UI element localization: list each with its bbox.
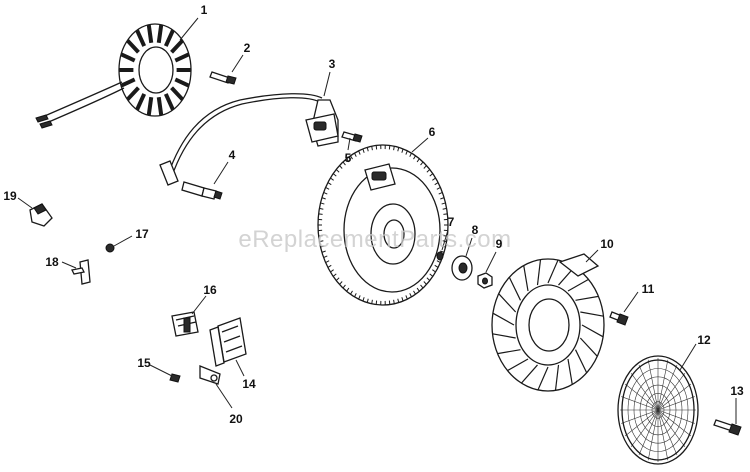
- part-clip: [29, 203, 53, 227]
- watermark-text: eReplacementParts.com: [238, 226, 512, 253]
- part-washer: [451, 255, 473, 281]
- callout-14: 14: [242, 377, 256, 391]
- part-screw-5: [341, 131, 363, 143]
- part-stator: [35, 23, 192, 129]
- callout-8: 8: [471, 223, 479, 237]
- leader-lines: [17, 17, 737, 424]
- part-regulator: [209, 317, 247, 367]
- part-small-nut: [105, 243, 115, 253]
- part-ignition-module: [159, 93, 339, 186]
- callout-18: 18: [45, 255, 59, 269]
- callout-9: 9: [495, 237, 503, 251]
- callout-6: 6: [428, 125, 436, 139]
- part-connector: [171, 311, 199, 337]
- callout-16: 16: [203, 283, 217, 297]
- part-fan: [491, 253, 605, 392]
- callout-13: 13: [730, 384, 744, 398]
- callout-17: 17: [135, 227, 149, 241]
- part-screw-15: [169, 373, 181, 383]
- part-bracket-18: [71, 259, 91, 285]
- callout-7: 7: [447, 215, 455, 229]
- callout-10: 10: [600, 237, 614, 251]
- part-screw-13: [713, 419, 742, 436]
- part-nut: [477, 272, 493, 289]
- callout-19: 19: [3, 189, 17, 203]
- callout-3: 3: [328, 57, 336, 71]
- callout-5: 5: [344, 151, 352, 165]
- part-key: [436, 251, 444, 261]
- part-screw-2: [209, 71, 237, 85]
- callout-2: 2: [243, 41, 251, 55]
- part-screw-11: [609, 311, 629, 326]
- part-flywheel: [317, 144, 449, 306]
- callout-15: 15: [137, 356, 151, 370]
- callout-12: 12: [697, 333, 711, 347]
- callout-20: 20: [229, 412, 243, 426]
- callout-11: 11: [641, 282, 655, 296]
- part-bracket-20: [199, 365, 221, 385]
- callout-1: 1: [200, 3, 208, 17]
- callout-4: 4: [228, 148, 236, 162]
- part-screen: [617, 355, 699, 465]
- part-spark-plug: [181, 181, 223, 200]
